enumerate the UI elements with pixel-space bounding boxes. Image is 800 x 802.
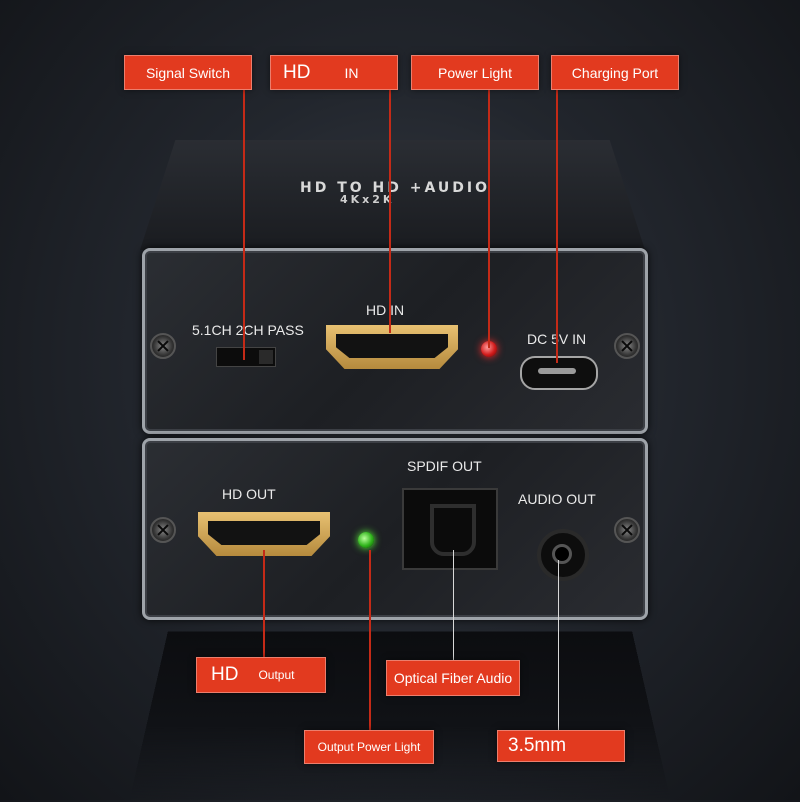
jack-size-callout: 3.5mm	[497, 730, 625, 762]
hdmi-in-port[interactable]	[326, 325, 458, 369]
optical-audio-callout: Optical Fiber Audio	[386, 660, 520, 696]
leader-line	[263, 550, 265, 660]
hd-out-callout-prefix: HD	[211, 664, 239, 685]
output-power-light-callout: Output Power Light	[304, 730, 434, 764]
screw-icon	[614, 333, 640, 359]
leader-line	[243, 90, 245, 360]
charging-port-callout: Charging Port	[551, 55, 679, 90]
hd-in-callout-suffix: IN	[344, 64, 359, 81]
power-led	[481, 341, 497, 357]
screw-icon	[150, 517, 176, 543]
screw-icon	[614, 517, 640, 543]
screw-icon	[150, 333, 176, 359]
power-light-callout: Power Light	[411, 55, 539, 90]
device-top-subprint: 4Kx2K	[340, 193, 395, 206]
leader-line	[453, 550, 454, 660]
hd-in-callout-prefix: HD	[283, 61, 311, 83]
audio-out-label: AUDIO OUT	[518, 491, 596, 507]
device-top-face	[140, 140, 645, 250]
hd-out-callout: HD Output	[196, 657, 326, 693]
signal-switch[interactable]	[216, 347, 276, 367]
charging-port[interactable]	[520, 356, 598, 390]
leader-line	[488, 88, 490, 348]
leader-line	[389, 88, 391, 333]
switch-label: 5.1CH 2CH PASS	[192, 322, 304, 338]
spdif-label: SPDIF OUT	[407, 458, 482, 474]
audio-jack[interactable]	[537, 529, 589, 581]
hdmi-out-port[interactable]	[198, 512, 330, 556]
device-top-print: HD TO HD +AUDIO	[300, 180, 490, 196]
leader-line	[369, 550, 371, 730]
output-power-led	[358, 532, 374, 548]
leader-line	[556, 88, 558, 363]
signal-switch-callout: Signal Switch	[124, 55, 252, 90]
hd-out-label: HD OUT	[222, 486, 276, 502]
hd-out-callout-suffix: Output	[258, 668, 295, 682]
hd-in-callout: HD IN	[270, 55, 398, 90]
optical-port[interactable]	[402, 488, 498, 570]
leader-line	[558, 560, 559, 732]
hd-in-label: HD IN	[366, 302, 405, 318]
